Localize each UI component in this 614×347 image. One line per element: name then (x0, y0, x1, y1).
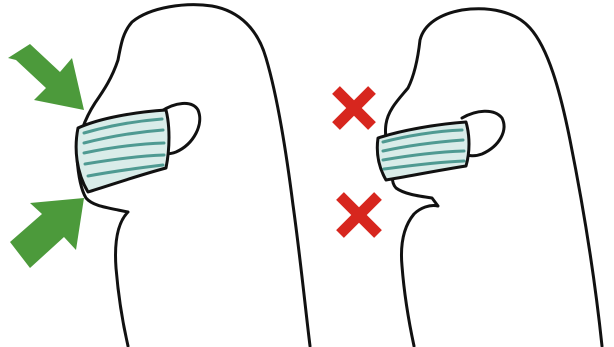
panel-incorrect-wearing (336, 9, 602, 346)
cross-icon (340, 196, 378, 234)
panel-correct-wearing (8, 5, 310, 346)
head-silhouette-right (385, 9, 602, 346)
arrow-icon (10, 198, 84, 268)
cross-icon (336, 90, 372, 126)
arrow-icon (8, 44, 84, 110)
